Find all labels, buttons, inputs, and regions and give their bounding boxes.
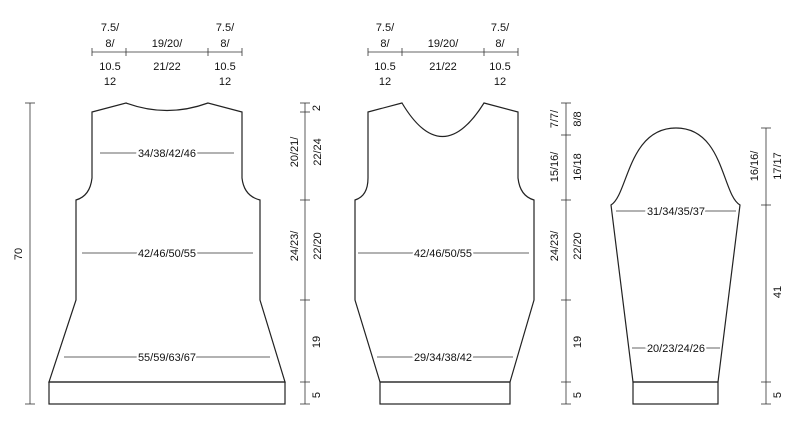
sleeve-rib-label: 5	[772, 392, 784, 398]
front-shoulder-left-label-3: 10.5	[374, 61, 395, 73]
back-total-length-dimension	[25, 102, 35, 405]
back-shoulder-right-label-3: 10.5	[214, 61, 235, 73]
front-shoulder-left-label-2: 8/	[380, 38, 390, 50]
front-shoulder-right-label-2: 8/	[495, 38, 505, 50]
front-neck-label-1: 19/20/	[428, 38, 460, 50]
back-height-dimension	[300, 102, 310, 405]
back-waist-label: 42/46/50/55	[138, 248, 196, 260]
front-height-dimension	[561, 102, 571, 405]
back-side-label-2: 22/20	[312, 232, 324, 260]
sleeve-upper-label: 31/34/35/37	[647, 206, 705, 218]
front-armhole-label-2: 16/18	[572, 153, 584, 181]
back-armhole-label-1: 20/21/	[289, 136, 301, 168]
front-lower-label: 19	[572, 336, 584, 348]
back-armhole-label-2: 22/24	[312, 138, 324, 166]
back-piece: 7.5/ 8/ 10.5 12 19/20/ 21/22 7.5/ 8/ 10.…	[13, 22, 324, 405]
sleeve-cap-label-1: 16/16/	[749, 150, 761, 182]
front-shoulder-left-label-1: 7.5/	[376, 22, 395, 34]
sleeve-cap-label-2: 17/17	[772, 152, 784, 180]
front-top-dimension	[367, 48, 519, 56]
front-neck-height-label-2: 8/8	[572, 111, 584, 126]
back-outline	[48, 102, 286, 383]
back-side-label-1: 24/23/	[289, 230, 301, 262]
back-shoulder-left-label-1: 7.5/	[101, 22, 120, 34]
front-armhole-label-1: 15/16/	[549, 151, 561, 183]
back-neck-label-2: 21/22	[153, 61, 181, 73]
front-piece: 7.5/ 8/ 10.5 12 19/20/ 21/22 7.5/ 8/ 10.…	[354, 22, 584, 405]
front-shoulder-right-label-3: 10.5	[489, 61, 510, 73]
front-shoulder-left-label-4: 12	[379, 76, 391, 88]
sleeve-height-dimension	[761, 127, 771, 405]
front-shoulder-right-label-1: 7.5/	[491, 22, 510, 34]
front-outline	[354, 102, 535, 383]
sleeve-length-label: 41	[772, 286, 784, 298]
back-hem-label: 55/59/63/67	[138, 352, 196, 364]
back-lower-label: 19	[311, 336, 323, 348]
sleeve-cuff-label: 20/23/24/26	[647, 343, 705, 355]
back-shoulder-left-label-4: 12	[104, 76, 116, 88]
back-neck-depth-label: 2	[311, 105, 323, 111]
back-rib-band	[48, 381, 286, 405]
back-rib-label: 5	[311, 392, 323, 398]
front-rib-band	[379, 381, 511, 405]
front-neck-label-2: 21/22	[429, 61, 457, 73]
front-waist-label: 42/46/50/55	[414, 248, 472, 260]
back-shoulder-right-label-2: 8/	[220, 38, 230, 50]
front-rib-label: 5	[572, 392, 584, 398]
back-shoulder-left-label-2: 8/	[105, 38, 115, 50]
back-chest-label: 34/38/42/46	[138, 148, 196, 160]
sleeve-rib-band	[632, 381, 719, 405]
front-shoulder-right-label-4: 12	[494, 76, 506, 88]
back-shoulder-right-label-4: 12	[219, 76, 231, 88]
sleeve-outline	[610, 127, 741, 383]
back-shoulder-left-label-3: 10.5	[99, 61, 120, 73]
back-shoulder-right-label-1: 7.5/	[216, 22, 235, 34]
front-side-label-2: 22/20	[572, 232, 584, 260]
front-side-label-1: 24/23/	[549, 230, 561, 262]
front-hem-label: 29/34/38/42	[414, 352, 472, 364]
back-neck-label-1: 19/20/	[152, 38, 184, 50]
front-neck-height-label-1: 7/7/	[549, 109, 561, 128]
back-total-length-label: 70	[13, 248, 25, 260]
back-top-dimension	[91, 48, 243, 56]
sleeve-piece: 31/34/35/37 20/23/24/26 16/16/ 17/17 41 …	[610, 127, 784, 405]
